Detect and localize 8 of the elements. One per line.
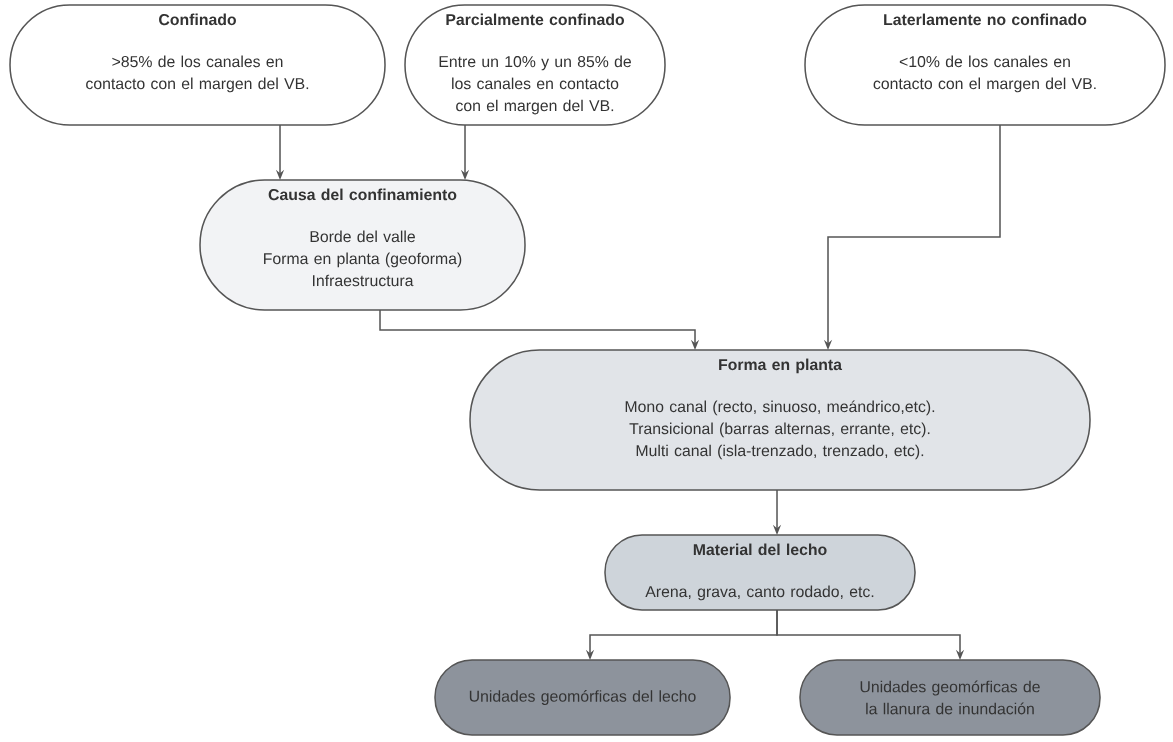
process-box: Unidades geomórficas del lecho <box>434 659 731 736</box>
process-box: Forma en planta Mono canal (recto, sinuoso, meándrico,etc). Transicional (barras alternas, errante, etc). Multi canal (isla-trenzado, trenzado, etc). <box>469 349 1091 491</box>
process-box: Confinado >85% de los canales en contacto con el margen del VB. <box>9 4 386 126</box>
process-box: Causa del confinamiento Borde del valle Forma en planta (geoforma) Infraestructura <box>199 179 526 311</box>
process-box: Parcialmente confinado Entre un 10% y un 85% de los canales en contacto con el margen del VB. <box>404 4 666 126</box>
process-box: Unidades geomórficas de la llanura de inundación <box>799 659 1101 736</box>
process-box: Laterlamente no confinado <10% de los canales en contacto con el margen del VB. <box>804 4 1166 126</box>
process-box: Material del lecho Arena, grava, canto rodado, etc. <box>604 534 916 611</box>
